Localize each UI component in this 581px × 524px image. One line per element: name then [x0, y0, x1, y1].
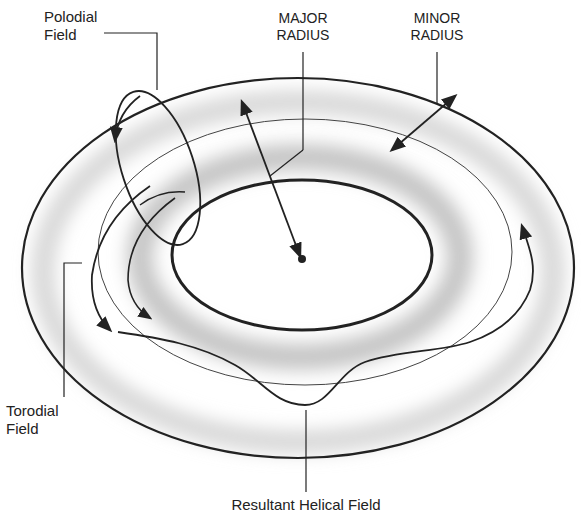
helical-field-line [118, 226, 533, 405]
minor-radius-arrow [392, 96, 455, 150]
rim-shading [43, 102, 553, 442]
leader-line [64, 263, 82, 397]
leader-line [436, 52, 437, 104]
tube-shading [140, 157, 460, 357]
field-label: Resultant Helical Field [176, 496, 436, 514]
field-label: Polodial Field [44, 8, 102, 44]
field-label: Torodial Field [6, 402, 68, 438]
poloidal-loop [99, 81, 217, 255]
major-radius-arrow [242, 102, 300, 256]
leader-line [270, 150, 303, 176]
leader-line [104, 33, 157, 90]
tube-center-line [98, 119, 512, 385]
center-dot [298, 255, 306, 263]
radius-label: MINOR RADIUS [400, 10, 474, 44]
torus-inner-edge [172, 180, 432, 330]
leader-line [305, 410, 306, 492]
toroidal-field-line [92, 186, 150, 330]
poloidal-arrow [115, 96, 140, 140]
toroidal-field-line [128, 198, 175, 318]
torus-outer-edge [22, 78, 574, 458]
toroidal-field-line [140, 192, 185, 205]
radius-label: MAJOR RADIUS [268, 10, 338, 44]
leader-line [302, 52, 303, 150]
